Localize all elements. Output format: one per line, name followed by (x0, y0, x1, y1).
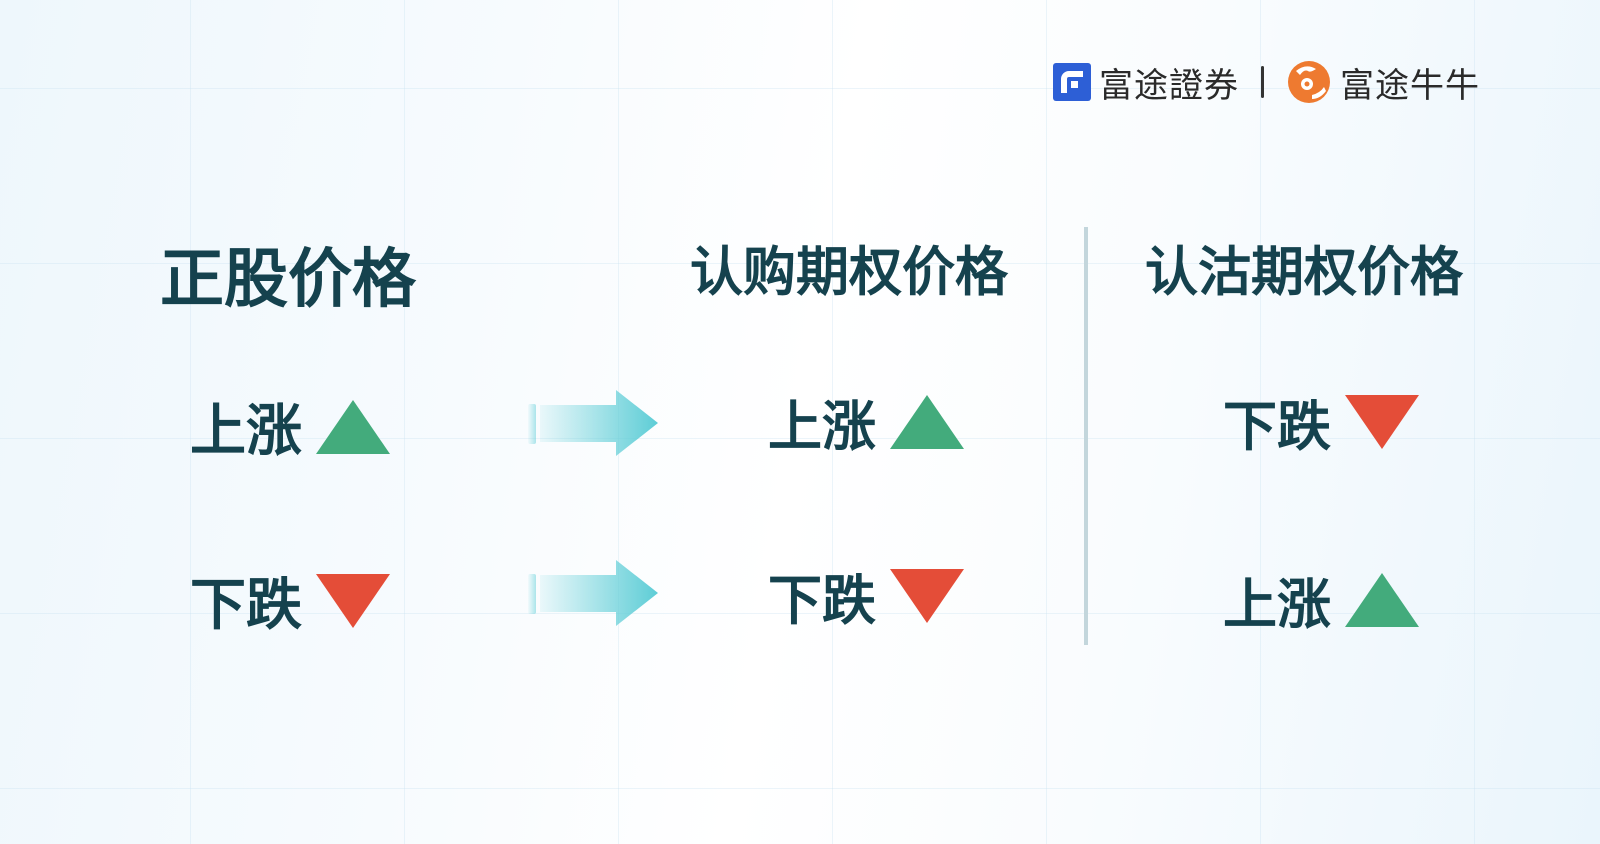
up-triangle-icon (890, 394, 964, 449)
futu-f-logo-icon (1053, 63, 1091, 101)
down-triangle-icon (316, 573, 390, 628)
column-divider (1084, 227, 1088, 645)
right-arrow-icon (528, 560, 658, 626)
put-row2-label: 上涨 (1223, 573, 1331, 636)
up-triangle-icon (1345, 572, 1419, 627)
call-row1-label: 上涨 (768, 395, 876, 458)
right-arrow-icon (528, 390, 658, 456)
call-row2: 下跌 (768, 556, 964, 635)
put-row2: 上涨 (1223, 560, 1419, 639)
futu-niuniu-brand: 富途牛牛 (1340, 65, 1480, 106)
down-triangle-icon (1345, 394, 1419, 449)
call-row2-label: 下跌 (768, 569, 876, 632)
brand-separator (1261, 66, 1264, 98)
put-row1: 下跌 (1223, 382, 1419, 461)
stock-row1: 上涨 (190, 386, 390, 467)
stock-row2-label: 下跌 (190, 573, 302, 638)
stock-price-heading: 正股价格 (160, 243, 416, 317)
up-triangle-icon (316, 399, 390, 454)
moomoo-bull-logo-icon (1286, 59, 1332, 105)
stock-row2: 下跌 (190, 560, 390, 641)
put-option-price-heading: 认沽期权价格 (1145, 242, 1463, 303)
call-row1: 上涨 (768, 382, 964, 461)
stock-row1-label: 上涨 (190, 399, 302, 464)
call-option-price-heading: 认购期权价格 (690, 242, 1008, 303)
put-row1-label: 下跌 (1223, 395, 1331, 458)
down-triangle-icon (890, 568, 964, 623)
brand-logo-bar: 富途證券 富途牛牛 (1053, 58, 1480, 106)
futu-securities-brand: 富途證券 (1099, 65, 1239, 106)
